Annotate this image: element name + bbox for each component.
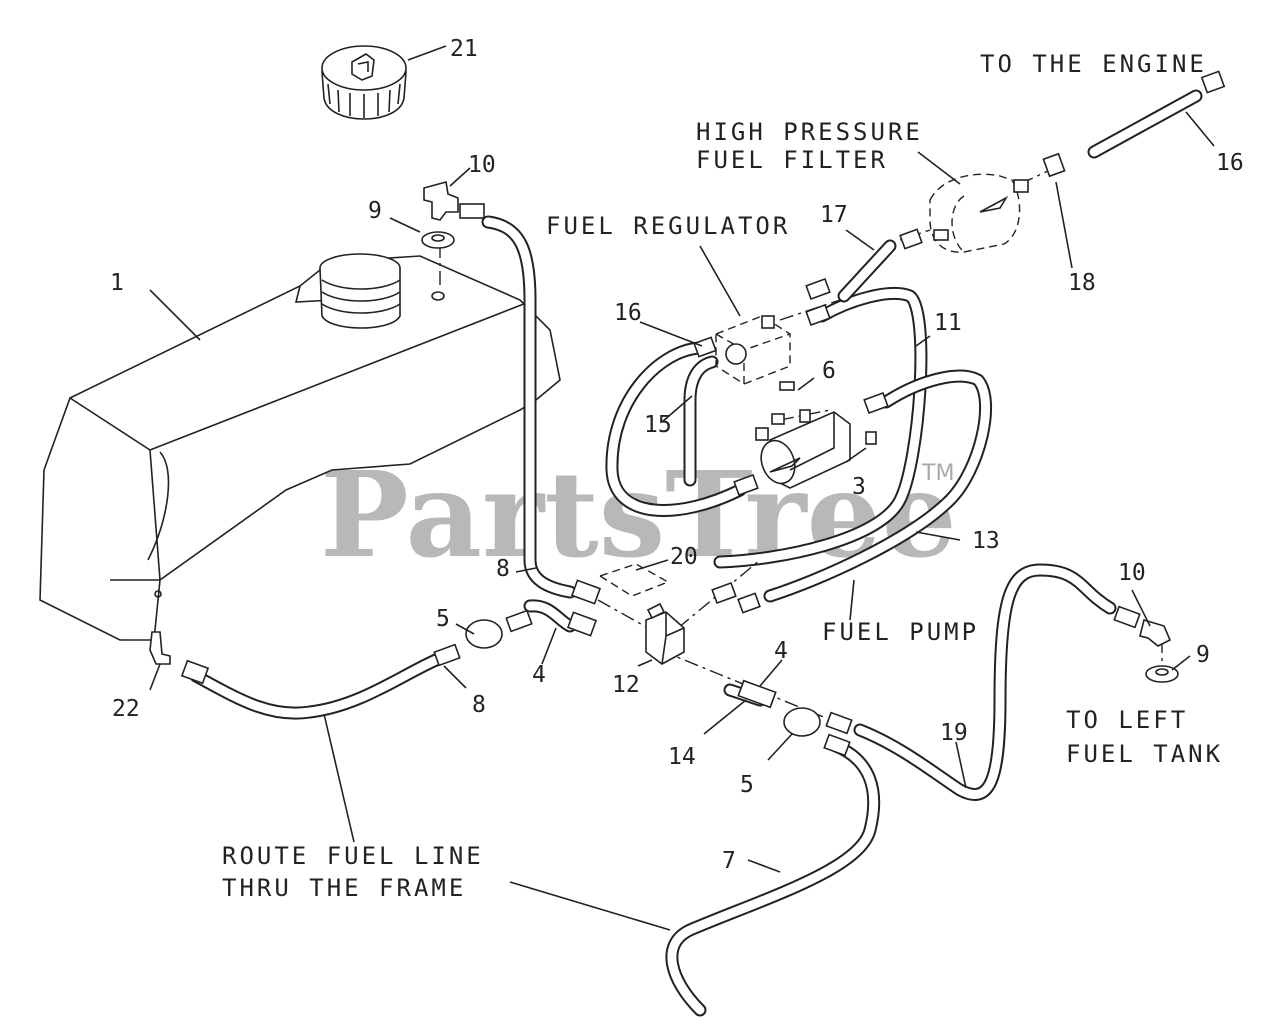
callout-8-lower: 8 [472,692,486,718]
callout-4-right: 4 [774,638,788,664]
callout-13: 13 [972,528,1000,554]
fuel-tank[interactable] [39,253,561,665]
callout-3: 3 [852,474,866,500]
fuel-lines [189,89,1203,1017]
label-left-tank-2: FUEL TANK [1066,740,1223,768]
callout-14: 14 [668,744,696,770]
label-fuel-regulator: FUEL REGULATOR [546,212,790,240]
callout-numbers: 21 10 9 1 17 16 18 16 11 6 15 3 13 8 20 … [110,36,1244,874]
fuel-cap[interactable] [321,45,447,120]
callout-12: 12 [612,672,640,698]
label-fuel-pump: FUEL PUMP [822,618,979,646]
watermark: PartsTree TM [320,445,957,584]
fuel-regulator[interactable] [715,315,791,385]
text-labels: TO THE ENGINE HIGH PRESSURE FUEL FILTER … [222,50,1223,902]
callout-4-left: 4 [532,662,546,688]
callout-16-regulator: 16 [614,300,642,326]
fittings [180,70,1226,757]
label-route-2: THRU THE FRAME [222,874,466,902]
label-to-engine: TO THE ENGINE [980,50,1207,78]
callout-6: 6 [822,358,836,384]
fuel-pump[interactable] [755,409,851,489]
label-left-tank-1: TO LEFT [1066,706,1188,734]
callout-1: 1 [110,270,124,296]
label-hp-filter-1: HIGH PRESSURE [696,118,923,146]
callout-19: 19 [940,720,968,746]
callout-20: 20 [670,544,698,570]
leader-lines [149,111,1215,931]
callout-9-right: 9 [1196,642,1210,668]
callout-5-left: 5 [436,606,450,632]
callout-7: 7 [722,848,736,874]
label-hp-filter-2: FUEL FILTER [696,146,888,174]
callout-10-right: 10 [1118,560,1146,586]
callout-8-upper: 8 [496,556,510,582]
watermark-tm: TM [921,461,954,486]
label-route-1: ROUTE FUEL LINE [222,842,484,870]
callout-18: 18 [1068,270,1096,296]
callout-11: 11 [934,310,962,336]
callout-16-engine: 16 [1216,150,1244,176]
callout-10-top: 10 [468,152,496,178]
callout-9-top: 9 [368,198,382,224]
callout-21: 21 [450,36,478,62]
callout-5-right: 5 [740,772,754,798]
callout-15: 15 [644,412,672,438]
hp-fuel-filter[interactable] [929,173,1029,253]
callout-17: 17 [820,202,848,228]
leader-21 [407,45,447,61]
callout-22: 22 [112,696,140,722]
